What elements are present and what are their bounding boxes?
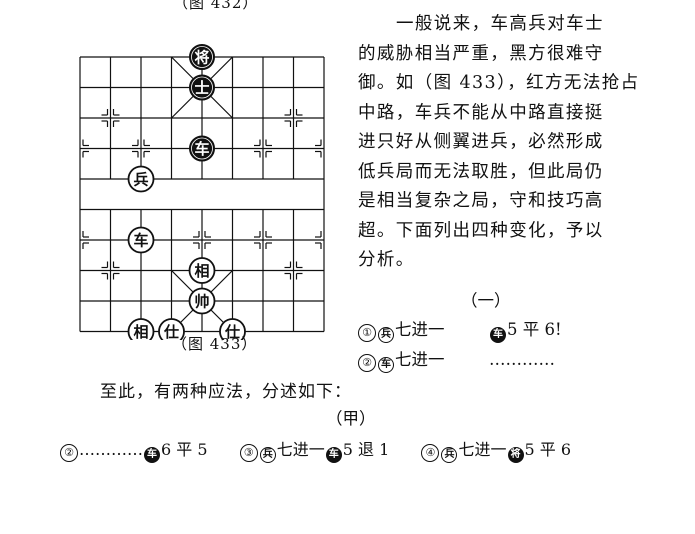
piece-disc [127, 318, 155, 340]
move-text: 5 平 6! [507, 320, 562, 339]
black-piece: 车 [189, 135, 215, 162]
paragraph-line: 一般说来，车高兵对车士 [396, 14, 604, 34]
section-heading-1: （一） [461, 291, 511, 310]
red-piece-icon: 兵 [441, 447, 458, 463]
black-piece-icon: 车 [490, 327, 506, 343]
move-number: ③ [239, 444, 258, 462]
piece-label: 将 [194, 49, 209, 67]
piece-ring [191, 46, 213, 68]
move-text: 6 平 5 [161, 440, 208, 459]
piece-label: 仕 [163, 323, 179, 340]
black-piece-icon: 车 [325, 447, 342, 463]
red-piece: 兵 [127, 165, 155, 193]
ellipsis: ………… [79, 440, 143, 459]
piece-disc [188, 287, 216, 315]
piece-disc [189, 135, 215, 162]
move-number: ① [358, 324, 376, 342]
piece-disc [158, 318, 185, 340]
red-piece-icon: 兵 [378, 327, 394, 343]
piece-disc [189, 44, 215, 70]
black-piece-icon: 车 [144, 447, 160, 463]
move-text: ………… [489, 350, 555, 369]
paragraph-line: 低兵局而无法取胜，但此局仍 [358, 161, 604, 182]
piece-label: 仕 [224, 323, 240, 340]
piece-label: 兵 [133, 171, 148, 189]
move-text: 七进一 [458, 440, 507, 459]
move-text: 5 平 6 [524, 440, 572, 459]
paragraph-line: 的威胁相当严重，黑方很难守 [358, 43, 604, 64]
piece-label: 帅 [194, 293, 209, 311]
figure-432-caption: （图 432） [173, 0, 259, 12]
piece-ring [191, 137, 213, 160]
section-heading-2: （甲） [326, 409, 376, 428]
piece-label: 车 [133, 232, 148, 250]
red-piece-icon: 兵 [259, 447, 276, 463]
move-text: 七进一 [276, 440, 325, 459]
piece-disc [189, 74, 215, 101]
paragraph-line: 御。如（图 433），红方无法抢占 [358, 73, 640, 93]
paragraph-line: 超。下面列出四种变化，予以 [358, 220, 604, 241]
red-piece: 帅 [188, 287, 216, 315]
move-text: 七进一 [395, 350, 445, 369]
piece-disc [188, 257, 216, 284]
xiangqi-board: 将士车兵车相帅相仕仕 [79, 44, 325, 340]
move-text: 5 退 1 [342, 440, 390, 459]
figure-433-caption: （图 433） [172, 335, 258, 353]
red-piece: 仕 [158, 318, 185, 340]
move-number: ② [358, 354, 376, 372]
piece-label: 士 [194, 79, 209, 97]
move-text: 七进一 [395, 320, 445, 339]
red-piece: 相 [188, 257, 216, 284]
paragraph-line: 分析。 [358, 250, 415, 270]
move-number: ② [60, 444, 78, 462]
red-piece: 车 [127, 226, 155, 254]
piece-disc [219, 318, 246, 340]
intro-paragraph: 一般说来，车高兵对车士的威胁相当严重，黑方很难守御。如（图 433），红方无法抢… [358, 10, 640, 276]
paragraph-line: 进只好从侧翼进兵，必然形成 [358, 132, 604, 152]
move-number: ④ [421, 444, 440, 462]
piece-disc [127, 165, 155, 193]
piece-disc [127, 226, 155, 254]
paragraph-line: 是相当复杂之局，守和技巧高 [358, 191, 604, 211]
black-piece-icon: 将 [507, 447, 524, 463]
red-piece-icon: 车 [378, 357, 394, 373]
piece-label: 相 [133, 323, 148, 340]
paragraph-line: 中路，车兵不能从中路直接挺 [358, 102, 604, 123]
black-piece: 将 [189, 44, 215, 70]
red-piece: 仕 [219, 318, 246, 340]
piece-label: 车 [194, 140, 209, 158]
red-piece: 相 [127, 318, 155, 340]
piece-ring [191, 76, 213, 99]
piece-label: 相 [194, 262, 209, 280]
black-piece: 士 [189, 74, 215, 101]
summary-line: 至此，有两种应法，分述如下： [100, 382, 352, 402]
